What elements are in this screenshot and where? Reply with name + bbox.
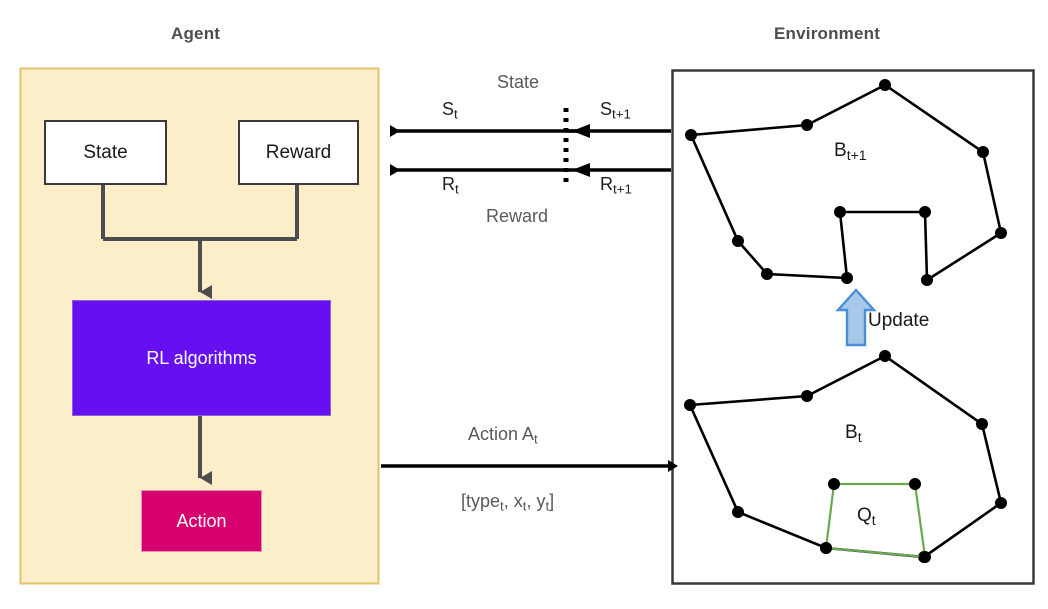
update-arrow-icon (835, 288, 877, 347)
r-t-subscript: t (455, 181, 459, 197)
r-t1-symbol: R (600, 174, 613, 194)
b-t-subscript: t (857, 428, 862, 445)
b-t-plus-1-label: Bt+1 (834, 140, 867, 162)
polygon-vertex-dot (879, 350, 891, 362)
polygon-vertex-dot (732, 506, 744, 518)
q-t-subscript: t (871, 511, 876, 528)
polygon-vertex-dot (879, 79, 891, 91)
b-t-label: Bt (845, 422, 862, 444)
polygon-vertex-dot (995, 497, 1007, 509)
polygon-vertex-dot (684, 399, 696, 411)
polygon-vertex-dot (685, 129, 697, 141)
polygon-vertex-dot (732, 235, 744, 247)
action-tuple-sub-x: t (522, 498, 527, 514)
state-box-label: State (83, 141, 128, 163)
polygon-b-t-plus-1 (685, 79, 1007, 286)
polygon-vertex-dot (909, 478, 921, 490)
polygon-vertex-dot (919, 206, 931, 218)
r-t-label: Rt (442, 174, 459, 197)
s-t-plus-1-label: St+1 (600, 99, 631, 122)
polygon-q-t (820, 478, 931, 563)
reward-edge-label: Reward (486, 206, 549, 226)
action-tuple-close: ] (549, 491, 555, 511)
action-subscript: t (534, 431, 538, 447)
state-arrow (390, 124, 671, 138)
action-tuple-mid-x: , x (503, 491, 523, 511)
agent-internal-connectors (101, 181, 299, 485)
r-t-symbol: R (442, 174, 455, 194)
q-t-label: Qt (857, 505, 876, 527)
reward-arrow (390, 163, 671, 177)
s-t1-subscript: t+1 (612, 106, 631, 122)
s-t-label: St (442, 99, 458, 122)
polygon-vertex-dot (801, 119, 813, 131)
polygon-vertex-dot (801, 390, 813, 402)
s-t-subscript: t (454, 106, 458, 122)
action-tuple-label: [typet, xt, yt] (461, 491, 555, 514)
environment-title: Environment (774, 24, 881, 43)
r-t-plus-1-label: Rt+1 (600, 174, 632, 197)
reward-box[interactable]: Reward (238, 120, 359, 185)
polygon-vertex-dot (976, 418, 988, 430)
polygon-vertex-dot (995, 227, 1007, 239)
polygon-vertex-dot (841, 272, 853, 284)
reward-box-label: Reward (265, 141, 332, 163)
polygon-vertex-dot (828, 478, 840, 490)
polygon-vertex-dot (919, 551, 931, 563)
state-edge-label: State (497, 72, 540, 92)
s-t-symbol: S (442, 99, 455, 119)
polygon-vertex-dot (921, 274, 933, 286)
action-box[interactable]: Action (141, 490, 262, 552)
action-box-label: Action (176, 510, 227, 531)
action-tuple-sub-y: t (545, 498, 550, 514)
agent-title: Agent (171, 24, 221, 43)
action-tuple-sub-type: t (500, 498, 504, 514)
s-t1-symbol: S (600, 99, 613, 119)
polygon-vertex-dot (977, 146, 989, 158)
action-tuple-mid-y: , y (526, 491, 546, 511)
action-symbol: Action A (468, 424, 535, 444)
update-label: Update (868, 310, 930, 331)
polygon-vertex-dot (834, 206, 846, 218)
polygon-vertex-dot (761, 268, 773, 280)
b-t-symbol: B (845, 422, 858, 443)
action-edge-label: Action At (468, 424, 538, 447)
q-t-symbol: Q (857, 505, 872, 526)
polygon-vertex-dot (820, 542, 832, 554)
b-t-plus-1-symbol: B (834, 140, 847, 161)
r-t1-subscript: t+1 (613, 181, 632, 197)
rl-algorithms-label: RL algorithms (146, 347, 257, 368)
rl-algorithms-box[interactable]: RL algorithms (72, 300, 331, 416)
action-tuple-open: [type (461, 491, 501, 511)
b-t-plus-1-subscript: t+1 (846, 146, 867, 163)
state-box[interactable]: State (44, 120, 167, 185)
